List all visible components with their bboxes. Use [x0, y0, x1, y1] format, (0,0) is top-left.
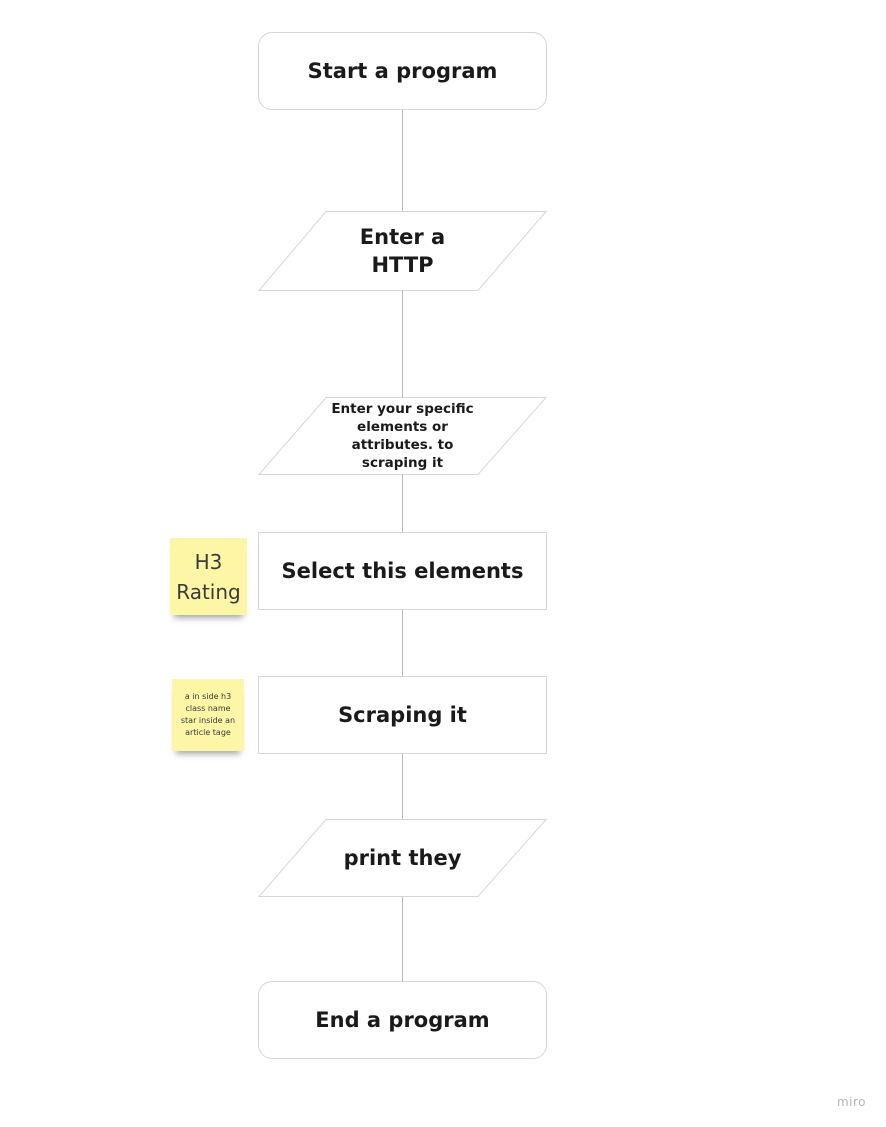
sticky-note-h3-rating-text: H3 Rating [176, 549, 241, 604]
connector-scraping-to-print [402, 754, 403, 820]
select-elements-label: Select this elements [281, 559, 524, 583]
print-data-shape[interactable]: print they [258, 819, 547, 897]
parallelogram-shape [258, 397, 547, 475]
end-terminator[interactable]: End a program [258, 981, 547, 1059]
scraping-label: Scraping it [338, 703, 467, 727]
connector-print-to-end [402, 897, 403, 982]
start-terminator[interactable]: Start a program [258, 32, 547, 110]
parallelogram-shape [258, 211, 547, 291]
start-label: Start a program [307, 59, 498, 83]
connector-http-to-elements [402, 290, 403, 398]
enter-http-data-shape[interactable]: Enter a HTTP [258, 211, 547, 291]
scraping-process[interactable]: Scraping it [258, 676, 547, 754]
end-label: End a program [315, 1008, 490, 1032]
select-elements-process[interactable]: Select this elements [258, 532, 547, 610]
connector-start-to-http [402, 110, 403, 212]
sticky-note-selector-hint-text: a in side h3 class name star inside an a… [180, 692, 236, 737]
print-label: print they [343, 846, 462, 870]
enter-elements-label: Enter your specific elements or attribut… [331, 401, 474, 471]
connector-elements-to-select [402, 474, 403, 532]
sticky-note-h3-rating[interactable]: H3 Rating [170, 538, 247, 615]
enter-elements-data-shape[interactable]: Enter your specific elements or attribut… [258, 397, 547, 475]
connector-select-to-scraping [402, 610, 403, 676]
enter-http-label: Enter a HTTP [359, 225, 446, 277]
sticky-note-selector-hint[interactable]: a in side h3 class name star inside an a… [172, 679, 244, 751]
parallelogram-shape [258, 819, 547, 897]
miro-watermark: miro [836, 1095, 866, 1109]
